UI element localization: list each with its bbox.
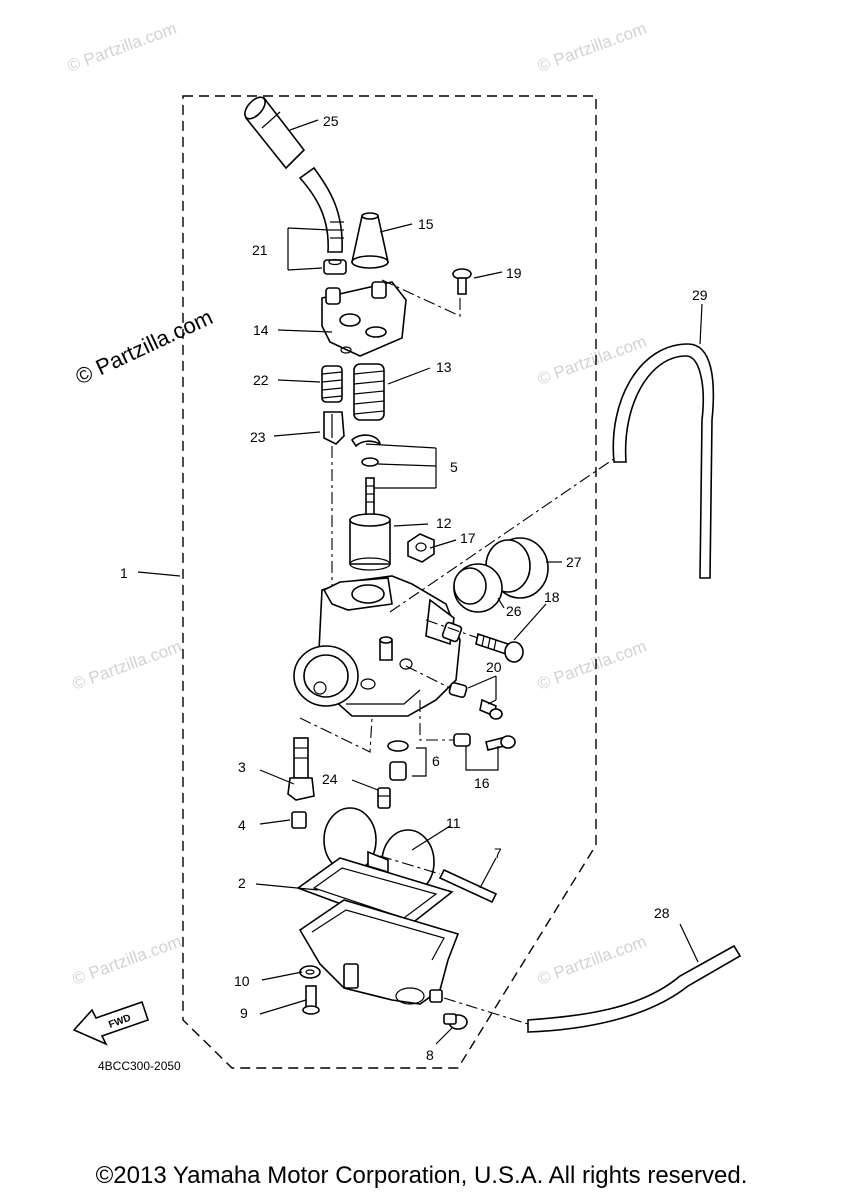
callout-22: 22 (253, 372, 269, 388)
part-17-nut (407, 533, 435, 563)
watermark-right-bottom: © Partzilla.com (535, 932, 649, 989)
carburetor-exploded-diagram: © Partzilla.com © Partzilla.com © Partzi… (65, 19, 742, 1073)
part-16-screw-set (453, 733, 516, 751)
part-10-washer (299, 965, 321, 979)
copyright-footer: ©2013 Yamaha Motor Corporation, U.S.A. A… (95, 1162, 748, 1189)
callout-17: 17 (460, 530, 476, 546)
watermark-top-left: © Partzilla.com (65, 19, 179, 76)
watermark-left-middle: © Partzilla.com (70, 637, 184, 694)
callout-13: 13 (436, 359, 452, 375)
callout-8: 8 (426, 1047, 434, 1063)
callout-10: 10 (234, 973, 250, 989)
part-18-screw (475, 632, 524, 663)
leader-20-axis (405, 665, 451, 689)
callout-1: 1 (120, 565, 128, 581)
part-13-spring (353, 363, 385, 421)
part-20-screw-set (448, 682, 503, 720)
callout-14: 14 (253, 322, 269, 338)
watermark-top-right: © Partzilla.com (535, 19, 649, 76)
part-19-screw (452, 268, 472, 295)
watermark-right-middle: © Partzilla.com (535, 637, 649, 694)
float-bowl (298, 899, 460, 1005)
part-23-holder (323, 411, 345, 445)
part-26-ring (453, 563, 503, 613)
leader-18-axis (425, 619, 479, 639)
assembly-boundary (182, 95, 597, 1069)
leader-19-to-cover (381, 279, 461, 317)
part-14-top-cover (321, 281, 407, 357)
part-9-screw (302, 985, 320, 1015)
callout-27: 27 (566, 554, 582, 570)
callout-5: 5 (450, 459, 458, 475)
part-24-pilot-jet (377, 787, 391, 809)
callout-20: 20 (486, 659, 502, 675)
part-28-drain-hose (527, 944, 742, 1033)
part-22-spring (321, 365, 343, 403)
part-29-hose (612, 343, 715, 579)
callout-12: 12 (436, 515, 452, 531)
part-5-clip (350, 434, 382, 467)
callout-3: 3 (238, 759, 246, 775)
leader-16-axis (419, 700, 454, 741)
diagram-code: 4BCC300-2050 (98, 1059, 181, 1073)
callout-24: 24 (322, 771, 338, 787)
fwd-arrow-icon: FWD (72, 1000, 150, 1046)
callout-2: 2 (238, 875, 246, 891)
leader-29-axis (389, 455, 619, 613)
watermark-left-large: © Partzilla.com (72, 304, 217, 389)
callout-15: 15 (418, 216, 434, 232)
part-21-elbow (298, 166, 347, 275)
callout-18: 18 (544, 589, 560, 605)
callout-7: 7 (494, 845, 502, 861)
part-12-throttle-valve (349, 477, 391, 571)
part-25-cap (244, 96, 306, 170)
callout-23: 23 (250, 429, 266, 445)
leader-3-axis (299, 717, 373, 753)
callout-9: 9 (240, 1005, 248, 1021)
watermark-left-bottom: © Partzilla.com (70, 932, 184, 989)
part-3-jet-holder (287, 737, 315, 801)
callout-numbers: 25 15 21 19 29 14 13 22 23 5 12 17 27 1 … (120, 113, 708, 1063)
leader-28-axis (443, 997, 529, 1025)
callout-28: 28 (654, 905, 670, 921)
part-15-rubber-cap (351, 212, 389, 269)
part-8-screw (443, 1013, 468, 1030)
leader-7-axis (379, 855, 441, 875)
callout-25: 25 (323, 113, 339, 129)
part-6-plug (387, 740, 409, 781)
part-4-main-jet (291, 811, 307, 829)
callout-29: 29 (692, 287, 708, 303)
part-1-carburetor-body (293, 575, 463, 717)
callout-leaders (137, 119, 703, 1045)
callout-19: 19 (506, 265, 522, 281)
callout-4: 4 (238, 817, 246, 833)
callout-21: 21 (252, 242, 268, 258)
part-7-float-pin (438, 868, 498, 904)
callout-6: 6 (432, 753, 440, 769)
callout-16: 16 (474, 775, 490, 791)
callout-26: 26 (506, 603, 522, 619)
callout-11: 11 (446, 815, 461, 831)
